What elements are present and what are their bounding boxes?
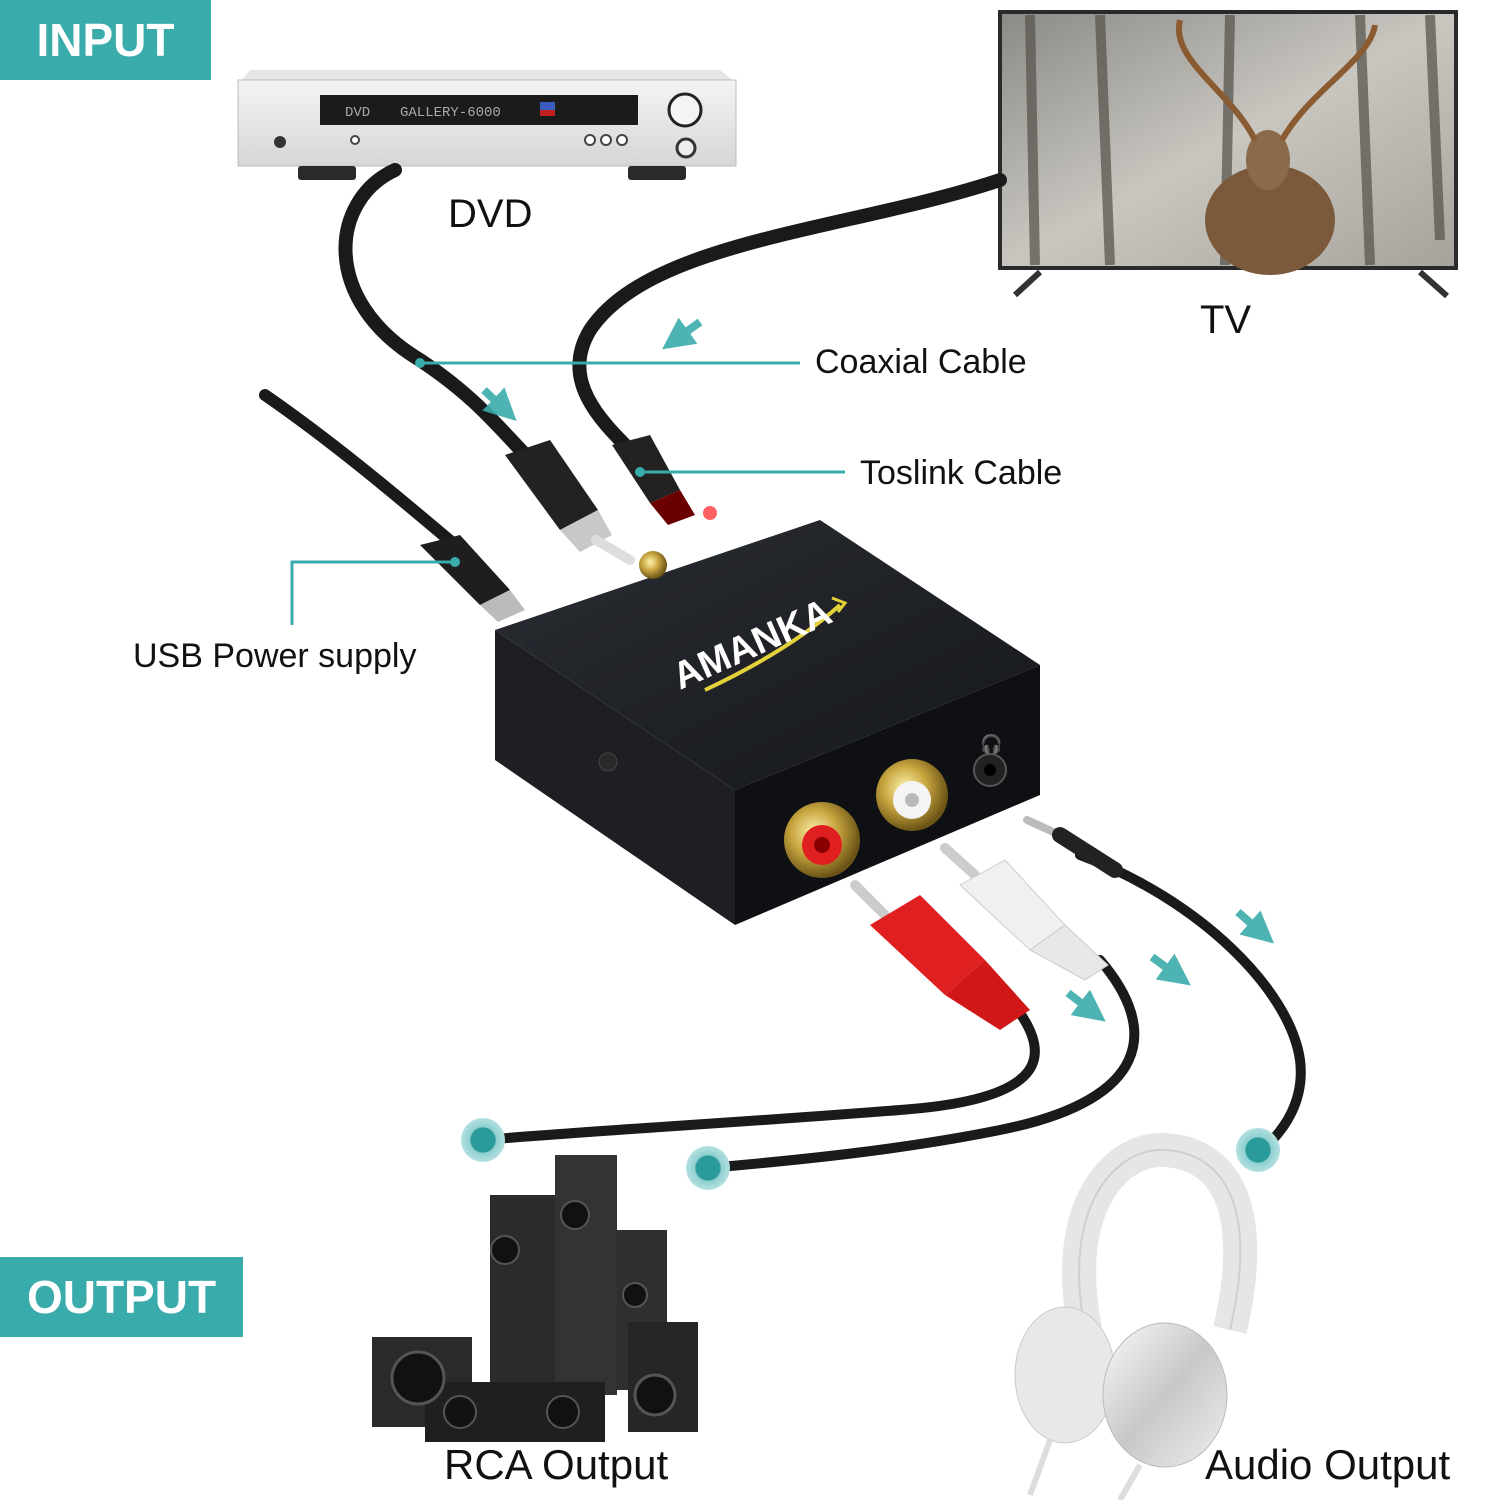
toslink-cable [572, 173, 1007, 457]
headphones-image [1014, 1132, 1258, 1500]
flow-arrow-icon [1235, 908, 1275, 944]
svg-text:DVD: DVD [345, 105, 370, 121]
audio-cable [1075, 850, 1306, 1155]
flow-arrow-icon [1065, 989, 1106, 1022]
rca-red-cable [478, 995, 1040, 1145]
rca-white-cable [703, 955, 1140, 1173]
tv-label: TV [1200, 298, 1252, 342]
rca-white-plug [940, 843, 1109, 981]
flow-arrow-icon [481, 387, 517, 422]
audio-endpoint [1236, 1128, 1280, 1172]
speakers-image [372, 1155, 698, 1442]
audio-output-label: Audio Output [1205, 1441, 1451, 1488]
tv-image [998, 10, 1458, 299]
rca-white-endpoint [686, 1146, 730, 1190]
flow-arrow-icon [1149, 953, 1191, 986]
output-section-badge: OUTPUT [0, 1257, 243, 1337]
usb-power-label: USB Power supply [133, 637, 417, 675]
toslink-plug [612, 435, 717, 525]
coaxial-cable [338, 163, 547, 477]
rca-red-plug [850, 880, 1030, 1030]
usb-plug [420, 535, 525, 622]
headphone-port-icon: 🎧 [980, 733, 1002, 754]
rca-output-label: RCA Output [444, 1441, 669, 1488]
coaxial-plug [505, 440, 635, 565]
dvd-player-image: DVD GALLERY-6000 [237, 70, 737, 180]
input-section-badge: INPUT [0, 0, 211, 80]
svg-text:GALLERY-6000: GALLERY-6000 [400, 105, 501, 121]
dvd-label: DVD [448, 192, 533, 236]
converter-box-image: 🎧 [495, 520, 1040, 925]
usb-cable [259, 389, 461, 551]
flow-arrow-icon [662, 317, 703, 350]
rca-red-endpoint [461, 1118, 505, 1162]
coaxial-cable-label: Coaxial Cable [815, 343, 1027, 381]
callout-lines [290, 361, 845, 625]
aux-35mm-plug [1023, 816, 1123, 878]
toslink-cable-label: Toslink Cable [860, 454, 1063, 492]
